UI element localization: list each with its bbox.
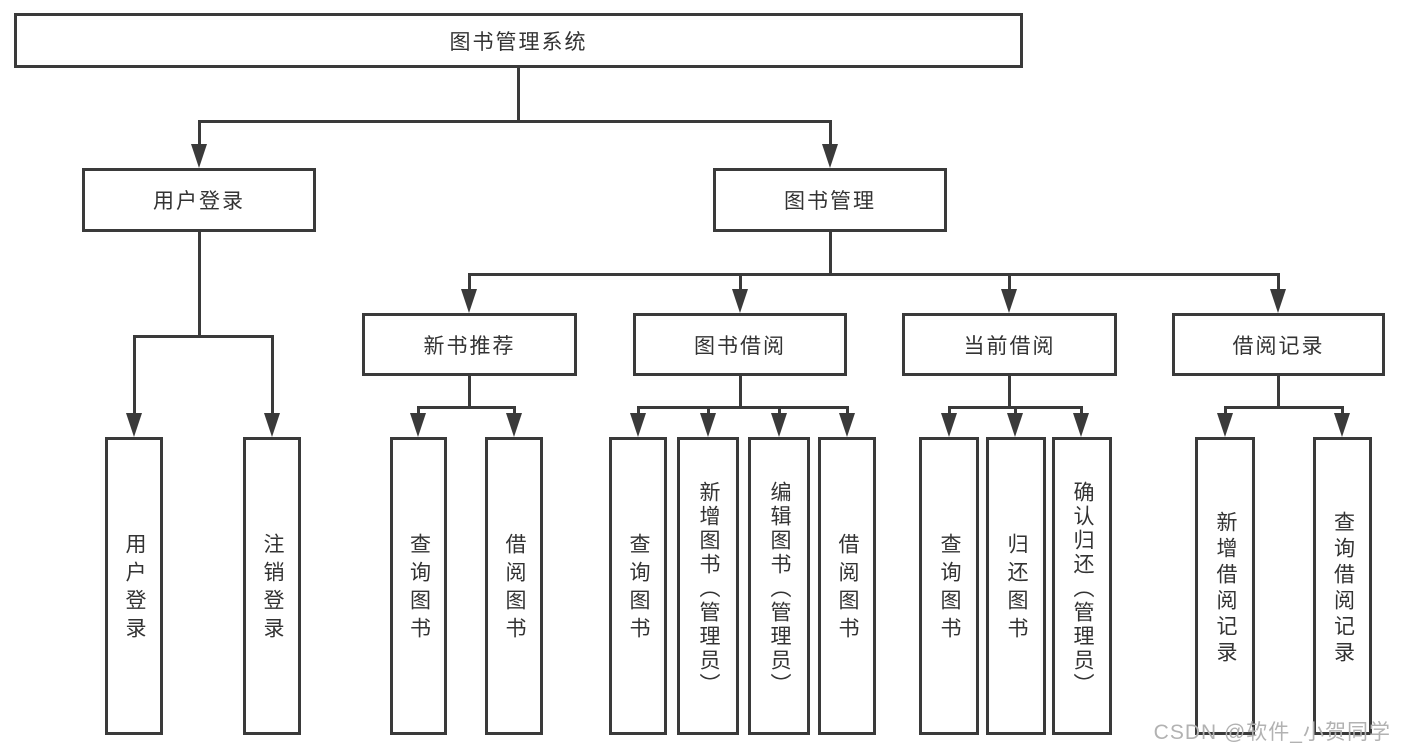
- leaf-cb-query-book: 查询图书: [919, 437, 979, 735]
- node-book-mgmt: 图书管理: [713, 168, 947, 232]
- leaf-bb-edit-book: 编辑图书（管理员）: [748, 437, 810, 735]
- connector-book-mgmt-stub: [829, 232, 832, 273]
- connector-new-book-rec-stub: [468, 376, 471, 406]
- connector-book-borrow-stub: [739, 376, 742, 406]
- node-new-book-rec-label: 新书推荐: [423, 334, 516, 358]
- connector-borrow-records-bar: [1224, 406, 1343, 409]
- connector-book-borrow-bar: [637, 406, 847, 409]
- connector-stem-borrow-records: [1277, 273, 1280, 301]
- connector-stem-new-book-rec: [468, 273, 471, 301]
- arrow-cb-query: [941, 413, 957, 437]
- arrow-new-book-rec: [461, 289, 477, 313]
- leaf-rec-query-book: 查询图书: [390, 437, 447, 735]
- node-book-borrow-label: 图书借阅: [694, 334, 786, 358]
- leaf-bb-borrow-book-label: 借阅图书: [836, 533, 859, 645]
- connector-stem-current-borrow: [1008, 273, 1011, 301]
- connector-stem-book-mgmt: [829, 120, 832, 156]
- node-user-login: 用户登录: [82, 168, 316, 232]
- connector-level3-bar: [468, 273, 1280, 276]
- leaf-bb-query-book-label: 查询图书: [627, 533, 650, 645]
- connector-stem-book-borrow: [739, 273, 742, 301]
- leaf-bb-query-book: 查询图书: [609, 437, 667, 735]
- node-current-borrow: 当前借阅: [902, 313, 1117, 376]
- connector-user-login-stub: [198, 232, 201, 335]
- node-user-login-label: 用户登录: [153, 190, 245, 213]
- arrow-rec-query: [410, 413, 426, 437]
- leaf-bb-add-book-label: 新增图书（管理员）: [697, 481, 720, 697]
- csdn-watermark: CSDN @软件_小贺同学: [1153, 721, 1391, 744]
- arrow-book-borrow: [732, 289, 748, 313]
- arrow-leaf-login: [126, 413, 142, 437]
- node-current-borrow-label: 当前借阅: [963, 334, 1056, 358]
- leaf-cb-return-book-label: 归还图书: [1005, 533, 1028, 645]
- connector-stem-leaf-logout: [271, 335, 274, 425]
- arrow-cb-return: [1007, 413, 1023, 437]
- node-library-system-label: 图书管理系统: [449, 30, 588, 54]
- arrow-rec-borrow: [506, 413, 522, 437]
- leaf-rec-query-book-label: 查询图书: [407, 533, 431, 645]
- leaf-user-login: 用户登录: [105, 437, 163, 735]
- node-borrow-records: 借阅记录: [1172, 313, 1385, 376]
- connector-root-stub: [517, 68, 520, 120]
- arrow-cb-confirm: [1073, 413, 1089, 437]
- arrow-bb-edit: [771, 413, 787, 437]
- arrow-borrow-records: [1270, 289, 1286, 313]
- leaf-br-query-record-label: 查询借阅记录: [1331, 511, 1355, 667]
- leaf-br-add-record: 新增借阅记录: [1195, 437, 1255, 735]
- leaf-bb-add-book: 新增图书（管理员）: [677, 437, 739, 735]
- connector-borrow-records-stub: [1277, 376, 1280, 406]
- leaf-cb-confirm-return: 确认归还（管理员）: [1052, 437, 1112, 735]
- arrow-br-query: [1334, 413, 1350, 437]
- leaf-rec-borrow-book: 借阅图书: [485, 437, 543, 735]
- arrow-bb-borrow: [839, 413, 855, 437]
- leaf-br-query-record: 查询借阅记录: [1313, 437, 1372, 735]
- node-borrow-records-label: 借阅记录: [1232, 334, 1325, 358]
- leaf-bb-edit-book-label: 编辑图书（管理员）: [768, 481, 791, 697]
- leaf-bb-borrow-book: 借阅图书: [818, 437, 876, 735]
- node-book-mgmt-label: 图书管理: [784, 190, 876, 213]
- leaf-logout: 注销登录: [243, 437, 301, 735]
- arrow-bb-add: [700, 413, 716, 437]
- leaf-cb-query-book-label: 查询图书: [938, 533, 961, 645]
- connector-stem-leaf-login: [133, 335, 136, 425]
- connector-level2-bar: [198, 120, 832, 123]
- leaf-user-login-label: 用户登录: [123, 533, 146, 645]
- node-new-book-rec: 新书推荐: [362, 313, 577, 376]
- leaf-br-add-record-label: 新增借阅记录: [1214, 511, 1237, 667]
- leaf-logout-label: 注销登录: [261, 533, 284, 645]
- leaf-cb-confirm-return-label: 确认归还（管理员）: [1071, 481, 1094, 697]
- arrow-current-borrow: [1001, 289, 1017, 313]
- connector-user-login-bar: [133, 335, 273, 338]
- arrow-book-mgmt: [822, 144, 838, 168]
- node-library-system: 图书管理系统: [14, 13, 1023, 68]
- arrow-br-add: [1217, 413, 1233, 437]
- connector-stem-user-login: [198, 120, 201, 156]
- node-book-borrow: 图书借阅: [633, 313, 847, 376]
- connector-new-book-rec-bar: [417, 406, 515, 409]
- leaf-cb-return-book: 归还图书: [986, 437, 1046, 735]
- leaf-rec-borrow-book-label: 借阅图书: [503, 533, 526, 645]
- arrow-leaf-logout: [264, 413, 280, 437]
- arrow-bb-query: [630, 413, 646, 437]
- arrow-user-login: [191, 144, 207, 168]
- connector-current-borrow-stub: [1008, 376, 1011, 406]
